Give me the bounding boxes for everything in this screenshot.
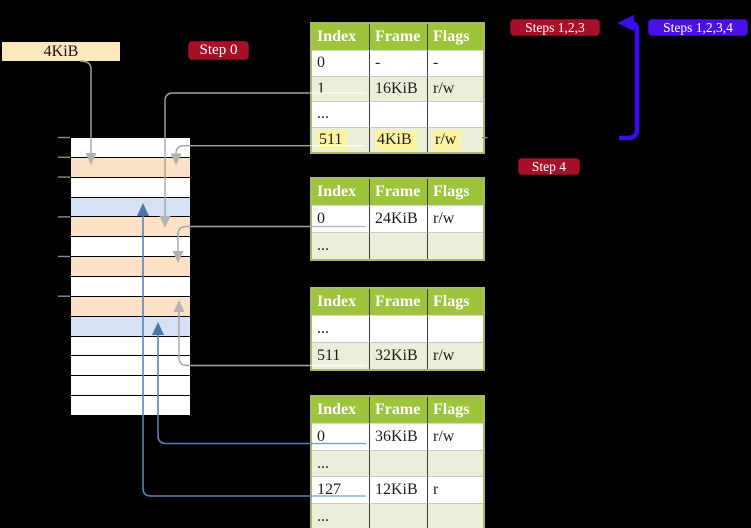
table-header-row: Index Frame Flags	[312, 397, 483, 423]
column-header-flags: Flags	[427, 289, 483, 315]
memory-row-3-mapped	[71, 196, 190, 217]
table-row: 0 24KiB r/w	[312, 205, 483, 232]
cell-flags: -	[427, 50, 483, 76]
cell-flags	[427, 232, 483, 259]
column-header-flags: Flags	[427, 179, 483, 205]
cell-flags: r	[427, 476, 483, 503]
table-row: ...	[312, 232, 483, 259]
memory-row-2-free	[71, 176, 190, 197]
column-header-flags: Flags	[427, 24, 483, 50]
cell-frame: 4KiB	[369, 126, 427, 152]
table-row: 1 16KiB r/w	[312, 75, 483, 101]
table-row-recursive-entry: 511 4KiB r/w	[312, 126, 483, 152]
column-header-frame: Frame	[369, 24, 427, 50]
page-table-level-4: Index Frame Flags 0 - - 1 16KiB r/w ... …	[310, 22, 485, 154]
cell-frame: 32KiB	[369, 342, 427, 369]
column-header-index: Index	[312, 289, 369, 315]
memory-row-10-free	[71, 335, 190, 356]
memory-row-8-pagetable	[71, 295, 190, 316]
cell-index: ...	[312, 449, 369, 476]
memory-row-4-pagetable	[71, 216, 190, 237]
cell-frame: 24KiB	[369, 205, 427, 232]
table-row: 127 12KiB r	[312, 476, 483, 503]
memory-row-12-free	[71, 375, 190, 396]
memory-row-6-pagetable	[71, 256, 190, 277]
cell-index: 0	[312, 205, 369, 232]
cell-frame: 12KiB	[369, 476, 427, 503]
cell-frame: -	[369, 50, 427, 76]
table-row: ...	[312, 449, 483, 476]
cell-flags	[427, 449, 483, 476]
column-header-index: Index	[312, 179, 369, 205]
table-row: ...	[312, 101, 483, 127]
page-table-level-3: Index Frame Flags 0 24KiB r/w ...	[310, 177, 485, 261]
column-header-index: Index	[312, 24, 369, 50]
cell-frame	[369, 502, 427, 528]
cell-flags: r/w	[427, 126, 483, 152]
column-header-frame: Frame	[369, 179, 427, 205]
cell-index: 0	[312, 423, 369, 450]
cell-index: ...	[312, 315, 369, 342]
memory-row-0-free	[71, 138, 190, 157]
memory-row-9-mapped	[71, 315, 190, 336]
memory-row-11-free	[71, 355, 190, 376]
cell-index: ...	[312, 232, 369, 259]
page-table-level-2: Index Frame Flags ... 511 32KiB r/w	[310, 287, 485, 371]
cell-flags: r/w	[427, 205, 483, 232]
table-header-row: Index Frame Flags	[312, 179, 483, 205]
recursive-loop-arrow	[617, 15, 640, 141]
cell-flags	[427, 502, 483, 528]
cell-flags	[427, 315, 483, 342]
highlighted-value: 511	[317, 129, 348, 150]
column-header-flags: Flags	[427, 397, 483, 423]
memory-address-ticks	[58, 136, 70, 297]
connector-l2-entry511-to-32kib	[173, 300, 311, 367]
table-row: 0 - -	[312, 50, 483, 76]
physical-memory-column	[70, 137, 191, 416]
column-header-frame: Frame	[369, 289, 427, 315]
table-row: 511 32KiB r/w	[312, 342, 483, 369]
cell-index: 0	[312, 50, 369, 76]
badge-steps-1-2-3: Steps 1,2,3	[510, 19, 600, 36]
cell-flags	[427, 101, 483, 127]
table-row: ...	[312, 502, 483, 528]
cell-flags: r/w	[427, 75, 483, 101]
memory-row-1-pagetable	[71, 156, 190, 177]
cell-frame	[369, 449, 427, 476]
table-row: 0 36KiB r/w	[312, 423, 483, 450]
cell-frame	[369, 101, 427, 127]
highlighted-value: r/w	[433, 129, 462, 150]
frame-address-label: 4KiB	[2, 42, 120, 61]
badge-step-4: Step 4	[518, 158, 580, 175]
column-header-index: Index	[312, 397, 369, 423]
cell-index: 511	[312, 126, 369, 152]
page-table-level-1: Index Frame Flags 0 36KiB r/w ... 127 12…	[310, 395, 485, 528]
memory-row-7-free	[71, 276, 190, 296]
cell-index: 511	[312, 342, 369, 369]
highlighted-value: 4KiB	[375, 129, 417, 150]
table-header-row: Index Frame Flags	[312, 289, 483, 315]
cell-frame	[369, 315, 427, 342]
table-header-row: Index Frame Flags	[312, 24, 483, 50]
cell-frame: 36KiB	[369, 423, 427, 450]
memory-row-13-free	[71, 395, 190, 416]
connector-l3-entry0-to-24kib	[172, 225, 311, 263]
connector-l4-entry511-recursive-to-4kib	[170, 145, 311, 166]
cell-flags: r/w	[427, 342, 483, 369]
cell-index: ...	[312, 101, 369, 127]
badge-step-0: Step 0	[188, 41, 249, 60]
badge-steps-1-2-3-4: Steps 1,2,3,4	[648, 19, 748, 36]
cell-index: 1	[312, 75, 369, 101]
cell-index: 127	[312, 476, 369, 503]
cell-index: ...	[312, 502, 369, 528]
cell-flags: r/w	[427, 423, 483, 450]
cell-frame	[369, 232, 427, 259]
cell-frame: 16KiB	[369, 75, 427, 101]
table-row: ...	[312, 315, 483, 342]
column-header-frame: Frame	[369, 397, 427, 423]
memory-row-5-free	[71, 236, 190, 257]
